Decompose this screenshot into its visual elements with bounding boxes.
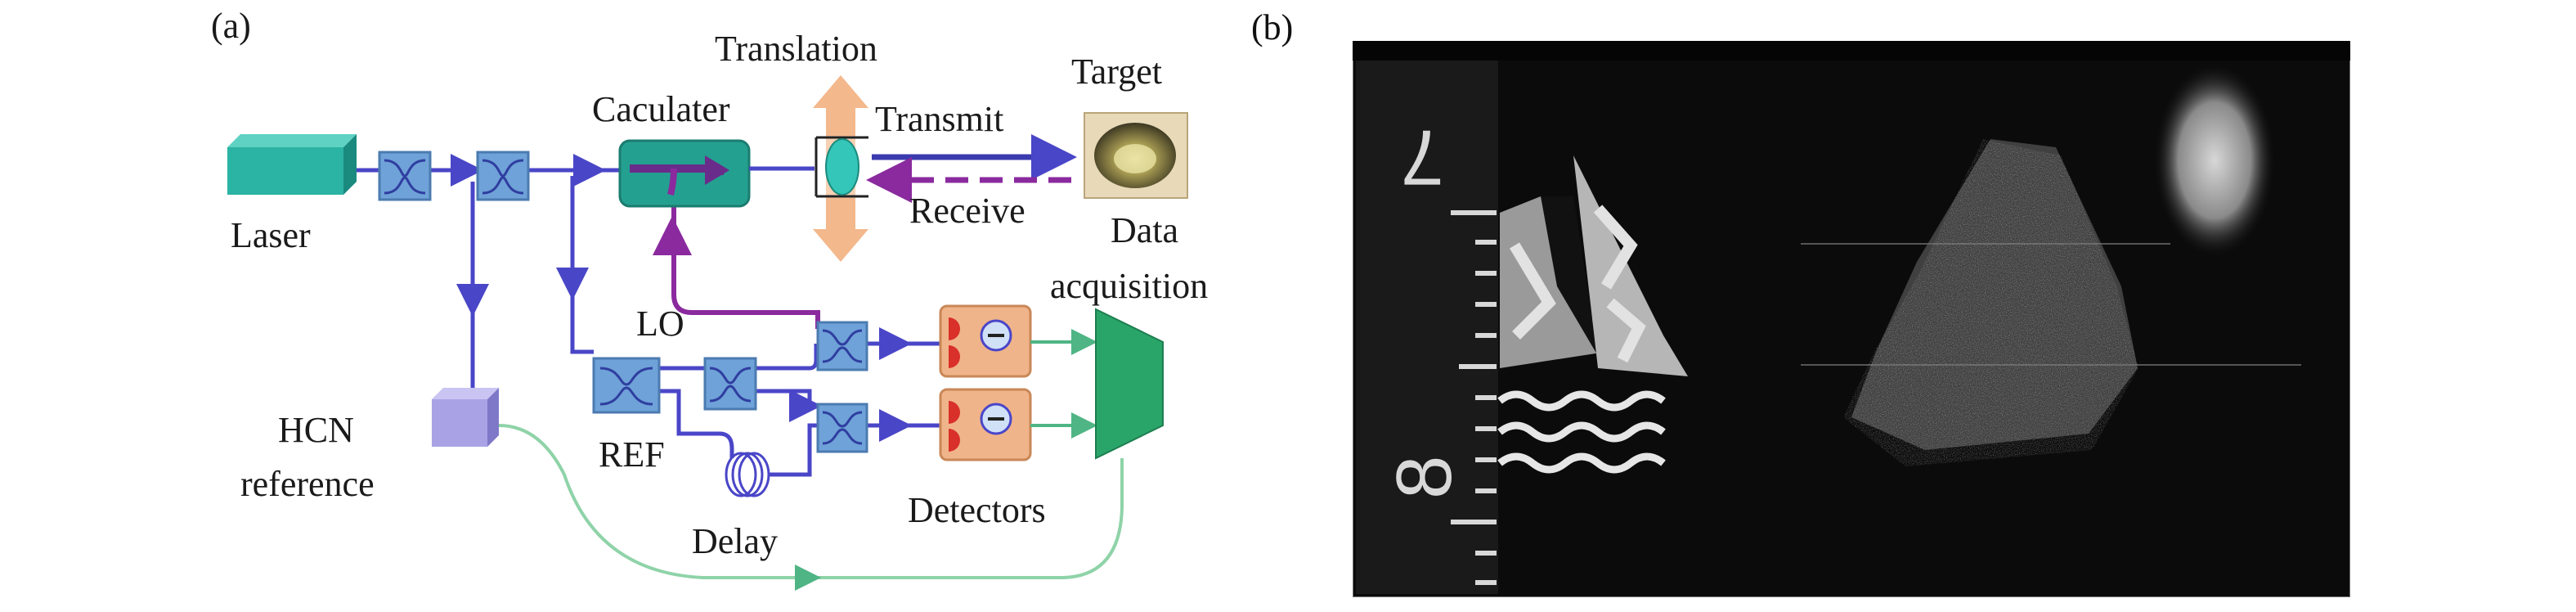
delay-label: Delay	[692, 521, 778, 561]
delay-coil	[725, 452, 770, 497]
balanced-detector	[939, 304, 1032, 378]
hcn-label-line2: reference	[240, 464, 375, 504]
hcn-label-line1: HCN	[278, 410, 354, 450]
fiber-coupler	[592, 357, 661, 414]
illumination-spot	[2154, 64, 2275, 257]
panel-b-label: (b)	[1251, 7, 1294, 47]
optical-setup-diagram: (a) Laser	[211, 6, 1208, 591]
imaging-result-photo: 7 8	[1353, 41, 2350, 597]
balanced-detector	[939, 388, 1032, 461]
fiber-coupler	[378, 151, 432, 201]
fiber-coupler	[816, 403, 868, 453]
data-acquisition-label-line1: Data	[1111, 210, 1178, 250]
laser-source	[227, 134, 357, 195]
fiber-coupler	[703, 357, 757, 411]
circulator-label: Caculater	[592, 89, 730, 129]
laser-label: Laser	[231, 215, 311, 255]
panel-a-label: (a)	[211, 6, 251, 46]
ref-label: REF	[599, 434, 665, 475]
hcn-signal-path	[498, 424, 1124, 579]
lo-label: LO	[636, 304, 684, 344]
detectors-label: Detectors	[908, 490, 1046, 530]
scanning-lens	[815, 136, 868, 198]
ruler: 7 8	[1356, 61, 1498, 594]
circulator	[618, 139, 751, 208]
data-acquisition-unit	[1095, 308, 1164, 460]
data-acquisition-label-line2: acquisition	[1050, 266, 1208, 306]
sailboat-target	[1497, 155, 1688, 474]
fiber-coupler	[816, 321, 868, 371]
receive-label: Receive	[909, 191, 1025, 231]
hcn-reference-cell	[432, 388, 499, 447]
ruler-number-7: 7	[1401, 114, 1444, 201]
transmit-label: Transmit	[875, 99, 1003, 139]
fiber-coupler	[476, 151, 530, 201]
translation-label: Translation	[715, 29, 877, 69]
target-label: Target	[1071, 52, 1162, 92]
ruler-number-8: 8	[1380, 456, 1468, 499]
target-object	[1084, 112, 1188, 199]
